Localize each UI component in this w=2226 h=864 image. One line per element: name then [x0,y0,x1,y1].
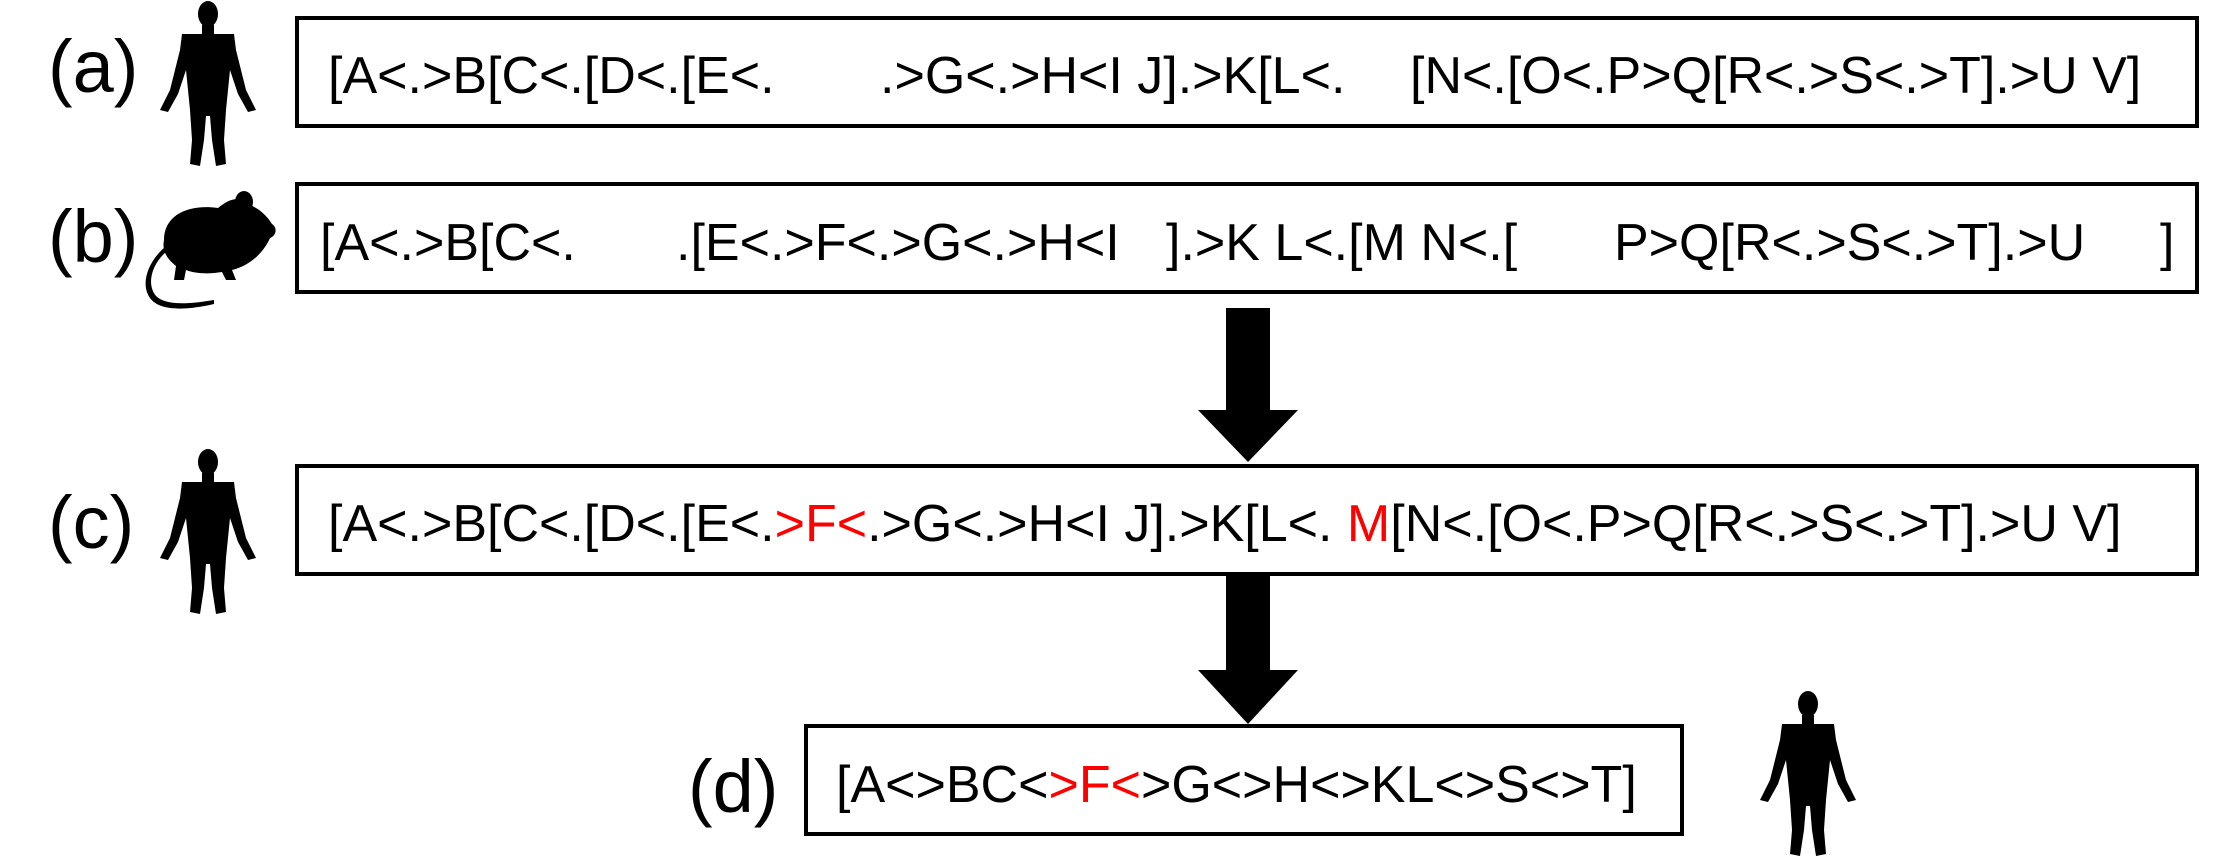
sequence-box-d [804,724,1684,836]
sequence-segment: ].>K L<.[M N<.[ [1166,214,1518,272]
human-silhouette-icon [160,1,256,166]
sequence-segment: [N<.[O<.P>Q[R<.>S<.>T].>U V] [1390,495,2121,553]
sequence-segment: .[E<.>F<.>G<.>H<I [676,214,1120,272]
row-label-a: (a) [48,25,138,108]
sequence-segment: [A<.>B[C<.[D<.[E<. [328,495,775,553]
human-silhouette-icon [1760,691,1856,856]
highlighted-segment: M [1347,495,1390,553]
sequence-segment: ] [2160,214,2174,272]
highlighted-segment: >F< [1048,756,1141,814]
sequence-segment: .>G<.>H<I J].>K[L<. [867,495,1347,553]
arrow-b-to-c-icon [1198,308,1298,462]
sequence-segment: [A<.>B[C<. [320,214,576,272]
sequence-text-b: [A<.>B[C<. .[E<.>F<.>G<.>H<I ].>K L<.[M … [320,214,2174,272]
arrow-c-to-d-icon [1198,576,1298,724]
sequence-segment: [A<>BC< [836,756,1048,814]
row-c: (c) [A<.>B[C<.[D<.[E<.>F<.>G<.>H<I J].>K… [48,449,2199,614]
human-silhouette-icon [160,449,256,614]
row-a: (a) [A<.>B[C<.[D<.[E<. .>G<.>H<I J].>K[L… [48,1,2199,166]
sequence-text-d: [A<>BC<>F<>G<>H<>KL<>S<>T] [836,756,1637,814]
row-d: (d) [A<>BC<>F<>G<>H<>KL<>S<>T] [688,691,1856,856]
row-label-c: (c) [48,481,134,564]
row-label-b: (b) [48,195,138,278]
sequence-segment: >G<>H<>KL<>S<>T] [1141,756,1637,814]
sequence-segment: .>G<.>H<I J].>K[L<. [880,47,1345,105]
highlighted-segment: >F< [775,495,868,553]
sequence-text-a: [A<.>B[C<.[D<.[E<. .>G<.>H<I J].>K[L<. [… [328,47,2141,105]
sequence-box-c [295,464,2199,576]
sequence-segment: [N<.[O<.P>Q[R<.>S<.>T].>U V] [1410,47,2141,105]
sequence-box-b [295,182,2199,294]
row-label-d: (d) [688,745,778,828]
rat-silhouette-icon [145,191,276,309]
sequence-segment: P>Q[R<.>S<.>T].>U [1614,214,2085,272]
sequence-segment: [A<.>B[C<.[D<.[E<. [328,47,775,105]
sequence-box-a [295,16,2199,128]
sequence-text-c: [A<.>B[C<.[D<.[E<.>F<.>G<.>H<I J].>K[L<.… [328,495,2121,553]
row-b: (b) [A<.>B[C<. .[E<.>F<.>G<.>H<I ].>K L<… [48,182,2199,309]
